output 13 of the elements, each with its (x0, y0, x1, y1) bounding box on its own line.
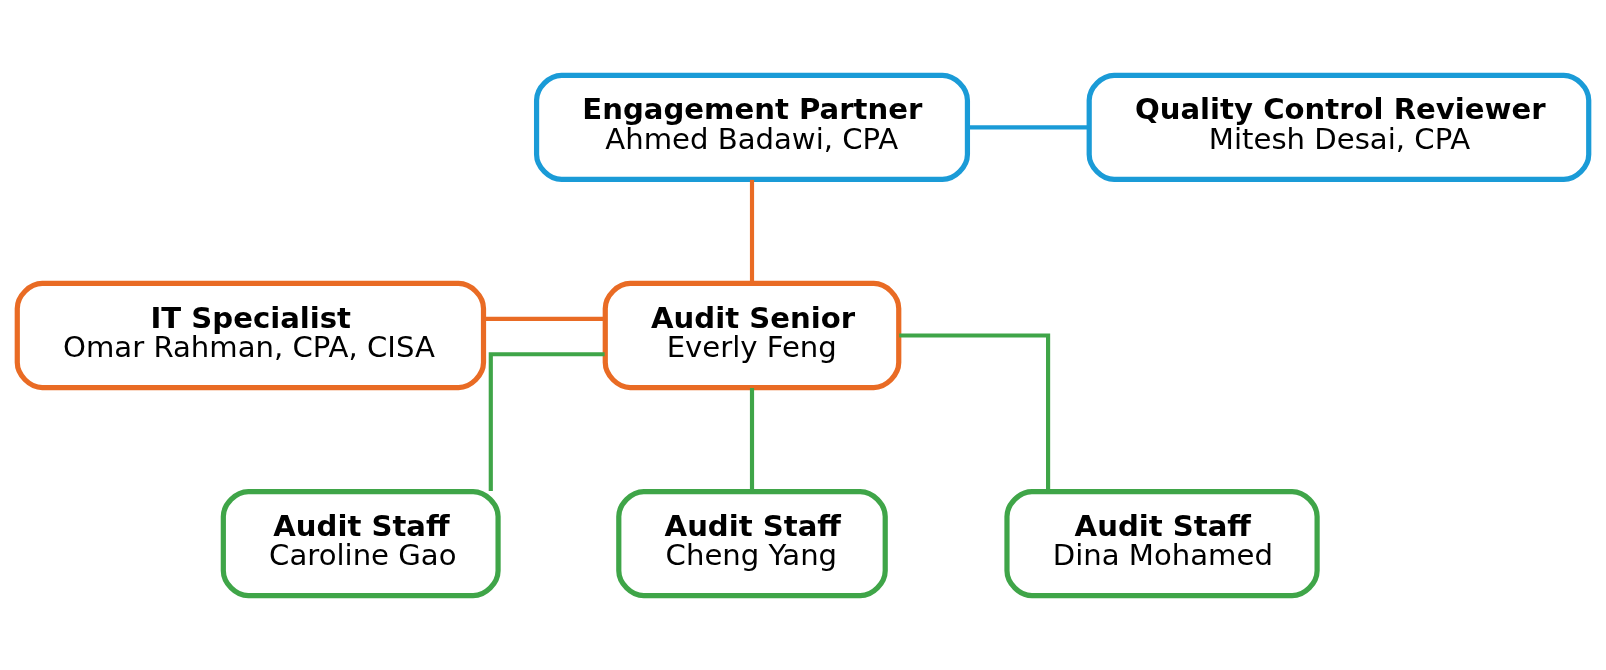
connector (488, 351, 605, 491)
connector (483, 316, 605, 321)
connector (749, 387, 755, 491)
node-box: Quality Control Reviewer Mitesh Desai, CPA (1086, 72, 1592, 182)
node-box: Audit Staff Dina Mohamed (1004, 488, 1320, 598)
connector (899, 332, 1051, 491)
node-box: Audit Staff Cheng Yang (616, 488, 888, 598)
node-box: IT Specialist Omar Rahman, CPA, CISA (14, 280, 487, 390)
node-box: Audit Senior Everly Feng (602, 280, 902, 390)
connector (968, 124, 1089, 129)
node-box: Engagement Partner Ahmed Badawi, CPA (534, 72, 971, 182)
connector (749, 179, 755, 283)
node-box: Audit Staff Caroline Gao (220, 488, 501, 598)
